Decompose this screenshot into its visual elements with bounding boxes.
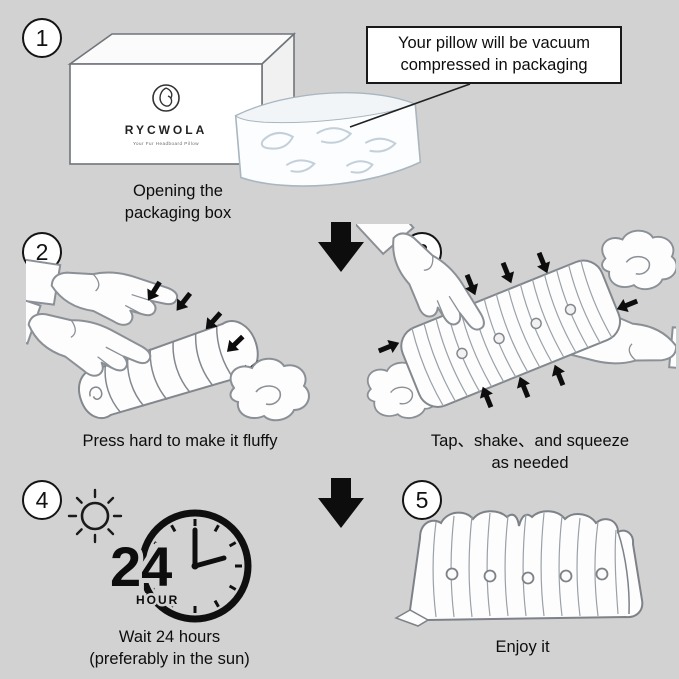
step-1-badge: 1 xyxy=(22,18,62,58)
step-3-caption: Tap、shake、and squeeze as needed xyxy=(430,432,630,473)
clock-unit-label: HOUR xyxy=(136,593,179,607)
clock-hours-label: 24 xyxy=(110,535,172,598)
step-4-caption: Wait 24 hours (preferably in the sun) xyxy=(89,628,250,669)
step-5-badge: 5 xyxy=(402,480,442,520)
step-2-caption: Press hard to make it fluffy xyxy=(82,432,278,450)
fluffy-pillow-illustration xyxy=(394,510,644,627)
pillow-buttons xyxy=(445,567,609,585)
brand-name: RYCWOLA xyxy=(125,123,208,137)
callout-box: Your pillow will be vacuum compressed in… xyxy=(366,26,622,84)
fluffy-end xyxy=(601,229,676,291)
step-4-number: 4 xyxy=(35,486,49,513)
pillow-stripes xyxy=(432,512,619,618)
pillow-side-seam xyxy=(617,531,630,615)
clock-ticks xyxy=(148,519,242,613)
clock-icon: 24 HOUR xyxy=(105,509,252,623)
brand-logo-icon xyxy=(152,84,180,112)
down-arrow-icon-1 xyxy=(318,222,364,272)
press-pillow-illustration xyxy=(26,245,310,422)
fluffy-end xyxy=(229,357,310,422)
down-arrow-icon-2 xyxy=(318,478,364,528)
step-5-number: 5 xyxy=(415,486,429,513)
pillow-buttons xyxy=(456,303,577,360)
marble-texture xyxy=(260,127,397,174)
callout-text: Your pillow will be vacuum compressed in… xyxy=(398,34,590,74)
step-1-caption: Opening the packaging box xyxy=(124,182,232,223)
step-4-badge: 4 xyxy=(22,480,62,520)
step-1-number: 1 xyxy=(35,24,49,51)
brand-tagline: Your Fur Headboard Pillow xyxy=(133,141,199,146)
pillow-body xyxy=(408,510,644,622)
box-top-face xyxy=(67,33,297,65)
pillow-corner-flap xyxy=(394,609,430,627)
tap-shake-illustration xyxy=(356,224,676,419)
step-2-number: 2 xyxy=(35,238,49,265)
box-front-face xyxy=(69,63,263,165)
rotation-arrowhead xyxy=(138,570,152,587)
clock-hands xyxy=(192,527,227,569)
sun-icon xyxy=(67,488,123,544)
step-5-caption: Enjoy it xyxy=(495,638,550,656)
